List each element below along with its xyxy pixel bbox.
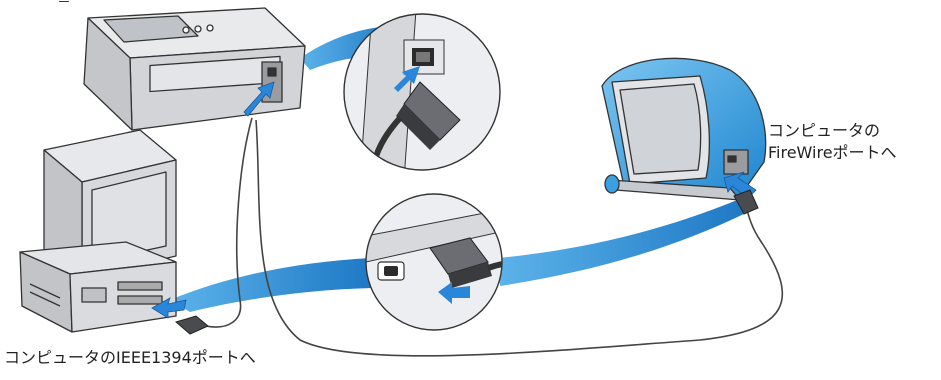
mac-port-label-line1: コンピュータの: [768, 120, 897, 142]
printer-icon: [84, 8, 305, 130]
top-caption-fragment: ー: [58, 0, 70, 9]
mac-port-label-line2: FireWireポートへ: [768, 142, 897, 164]
swoosh-right: [498, 198, 748, 286]
printer-port-zoom-icon: [344, 10, 504, 182]
imac-icon: [602, 58, 766, 200]
mac-port-label: コンピュータの FireWireポートへ: [768, 120, 897, 164]
pc-port-label: コンピュータのIEEE1394ポートへ: [4, 347, 256, 369]
ieee1394-connector-zoom-icon: [366, 194, 520, 330]
pc-cable-connector-icon: [176, 316, 208, 334]
desktop-pc-icon: [20, 130, 176, 332]
swoosh-middle: [170, 258, 372, 312]
